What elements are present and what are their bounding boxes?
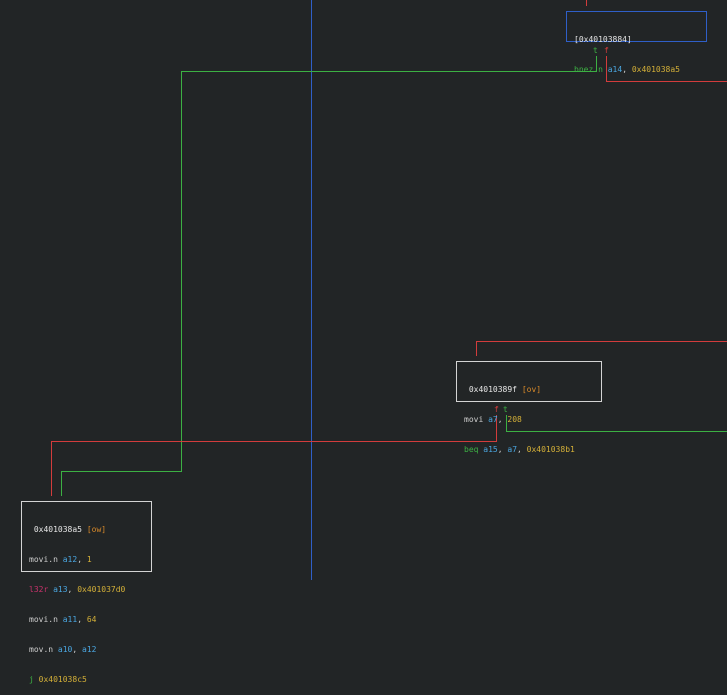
instruction-line[interactable]: mov.n a10, a12 xyxy=(29,645,144,655)
instruction-line[interactable]: l32r a13, 0x401037d0 xyxy=(29,585,144,595)
graph-node-4010389f[interactable]: 0x4010389f [ov] movi a7, 208 beq a15, a7… xyxy=(456,361,602,402)
node-header: [0x40103884] xyxy=(574,35,699,45)
instruction-line[interactable]: j 0x401038c5 xyxy=(29,675,144,685)
instruction-line[interactable]: movi.n a12, 1 xyxy=(29,555,144,565)
instruction-line[interactable]: beq a15, a7, 0x401038b1 xyxy=(464,445,594,455)
edge-false-to-401038a5 xyxy=(52,415,497,496)
graph-node-401038a5[interactable]: 0x401038a5 [ow] movi.n a12, 1 l32r a13, … xyxy=(21,501,152,572)
control-flow-graph xyxy=(0,0,727,580)
instruction-line[interactable]: bnez.n a14, 0x401038a5 xyxy=(574,65,699,75)
node-header: 0x4010389f [ov] xyxy=(464,385,594,395)
edge-incoming-4010389f xyxy=(477,342,727,357)
instruction-line[interactable]: movi a7, 208 xyxy=(464,415,594,425)
instruction-line[interactable]: movi.n a11, 64 xyxy=(29,615,144,625)
node-header: 0x401038a5 [ow] xyxy=(29,525,144,535)
graph-node-40103884[interactable]: [0x40103884] bnez.n a14, 0x401038a5 xyxy=(566,11,707,42)
